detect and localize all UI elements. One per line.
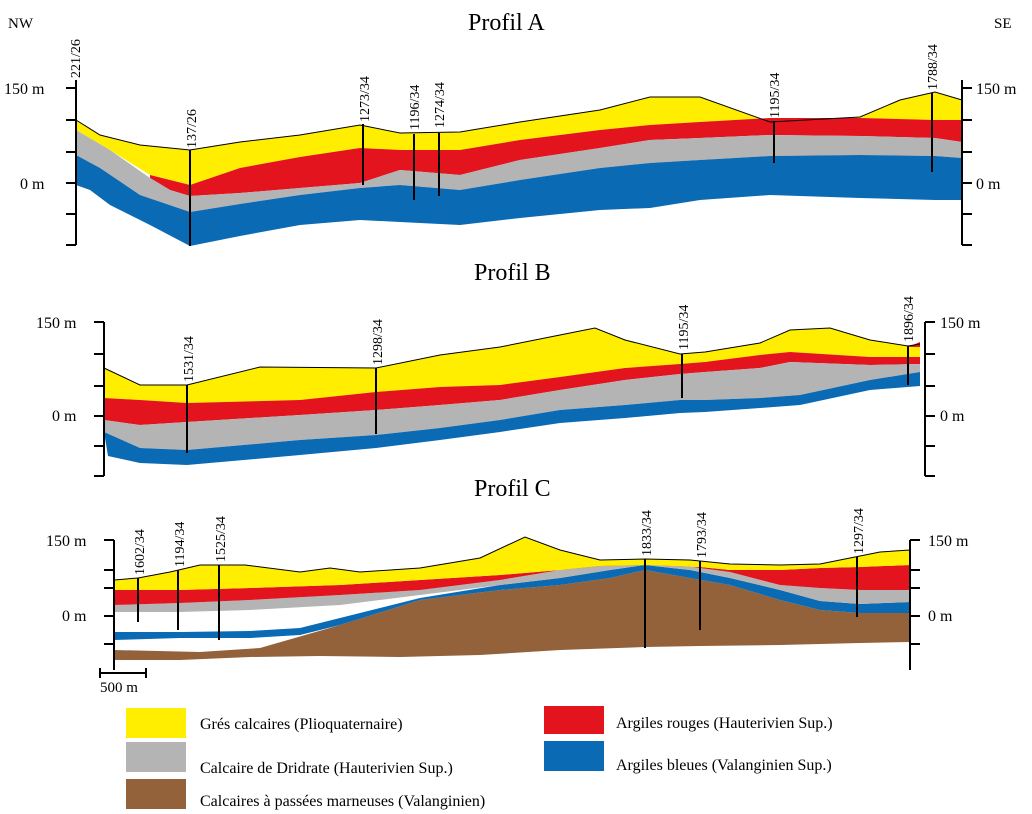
well-label: 1788/34 [926,44,941,90]
legend-label-argiles-bleues: Argiles bleues (Valanginien Sup.) [616,757,832,774]
profile-b-label-150m-left: 150 m [36,315,77,332]
profile-a-label-0m-left: 0 m [20,176,45,193]
profile-b-label-0m-right: 0 m [940,408,965,425]
well-label: 1274/34 [433,82,448,128]
profile-c-right-axis [909,539,920,670]
profile-a-left-axis [66,80,77,246]
profile-a: Profil A 221/26 150 m 0 m [4,10,1017,246]
well-label: 1793/34 [695,512,710,558]
legend-swatch-calcaires-marneuses [126,779,186,809]
legend-label-calcaires-marneuses: Calcaires à passées marneuses (Valangini… [200,793,485,810]
well-label: 1195/34 [677,305,692,350]
profile-c-wells [137,557,858,648]
profile-c-layer-red [114,560,910,605]
profile-b-layer-blue [104,372,920,465]
profile-b-right-axis [924,321,935,477]
well-label: 1602/34 [133,529,148,575]
profile-a-topographic-surface [75,91,963,151]
nw-label: NW [8,16,34,32]
legend-label-argiles-rouges: Argiles rouges (Hauterivien Sup.) [616,715,833,732]
profile-c-layer-gray [114,560,910,612]
profile-c-title: Profil C [474,476,551,502]
legend-label-gres: Grés calcaires (Plioquaternaire) [200,716,403,733]
profile-a-layer-gray [76,130,962,212]
profile-c-topographic-surface [113,536,911,581]
profile-b: Profil B 150 m 0 m 150 m 0 m [36,260,981,477]
profile-c: Profil C 150 m 0 m 150 m 0 m [46,476,969,696]
well-label: 1896/34 [902,296,917,342]
profile-a-wells [189,93,933,246]
profile-a-label-0m-right: 0 m [976,176,1001,193]
profile-b-layer-gray [104,362,920,450]
well-label: 1297/34 [852,508,867,554]
well-label: 1194/34 [173,522,188,567]
profile-b-label-0m-left: 0 m [52,408,77,425]
profile-c-left-axis [104,539,115,670]
well-label: 1531/34 [182,336,197,382]
profile-b-wells [186,346,909,453]
well-label: 137/26 [185,109,200,148]
profile-c-layer-brown [114,570,910,660]
well-label: 1195/34 [768,73,783,118]
profile-c-layer-blue [114,565,910,640]
profile-a-layer-red [150,118,962,196]
profile-b-topographic-surface [103,327,921,386]
profile-b-left-axis [94,321,105,477]
profile-c-label-0m-right: 0 m [928,608,953,625]
legend-swatch-gres [126,708,186,738]
legend-label-calcaire-dridrate: Calcaire de Dridrate (Hauterivien Sup.) [200,760,453,777]
well-label: 1298/34 [371,319,386,365]
well-label: 1833/34 [640,510,655,556]
profile-a-layer-yellow [76,92,962,185]
profile-a-title: Profil A [468,10,545,36]
legend: Grés calcaires (Plioquaternaire) Argiles… [126,706,833,810]
profile-b-label-150m-right: 150 m [940,315,981,332]
well-label: 1273/34 [358,76,373,122]
profile-a-layer-blue [76,155,962,246]
se-label: SE [994,16,1012,32]
profile-a-right-axis [961,80,972,246]
profile-a-corner-well-label: 221/26 [69,39,84,78]
profile-b-layer-red [104,342,920,425]
well-label: 1196/34 [408,85,423,130]
legend-swatch-argiles-rouges [544,706,604,734]
scale-bar-label: 500 m [100,680,138,696]
profile-b-layer-yellow [104,328,920,403]
scale-bar [99,668,147,678]
profile-a-label-150m-left: 150 m [4,81,45,98]
legend-swatch-argiles-bleues [544,741,604,771]
profile-a-label-150m-right: 150 m [976,81,1017,98]
profile-c-layer-yellow [114,537,910,590]
profile-c-label-0m-left: 0 m [62,608,87,625]
profile-c-label-150m-left: 150 m [46,533,87,550]
profile-c-label-150m-right: 150 m [928,533,969,550]
legend-swatch-calcaire-dridrate [126,742,186,772]
well-label: 1525/34 [214,516,229,562]
profile-b-title: Profil B [474,260,551,286]
